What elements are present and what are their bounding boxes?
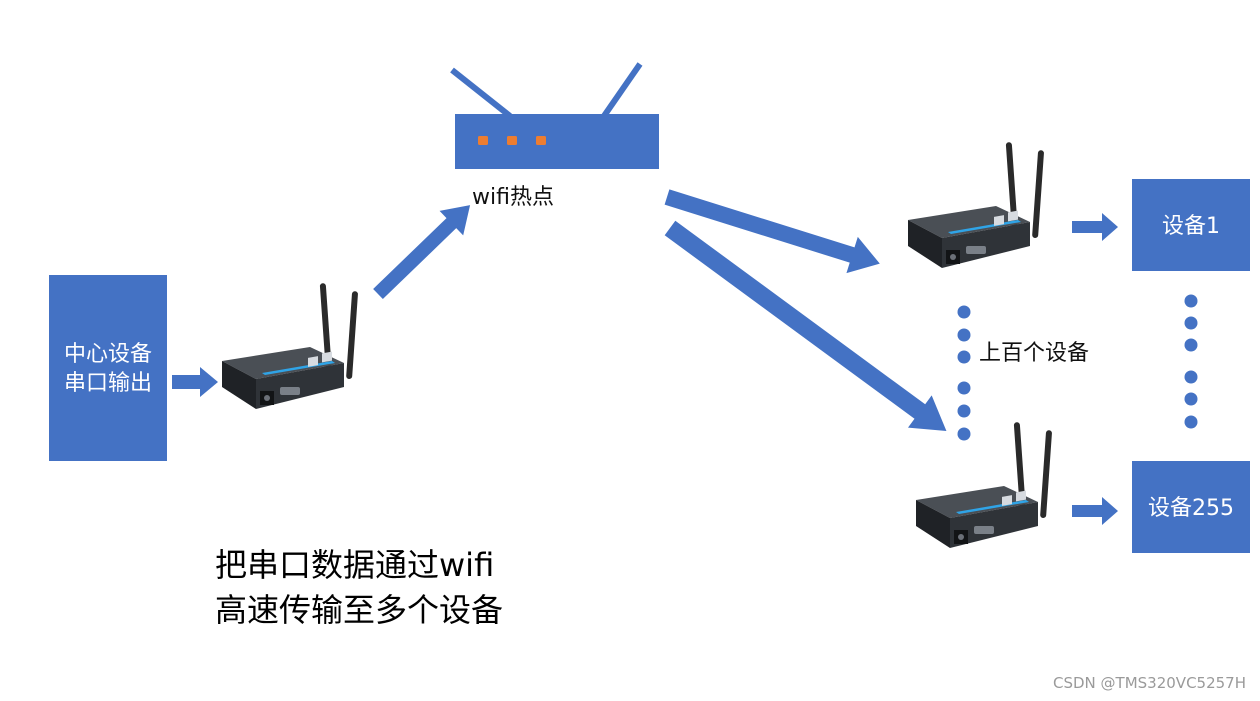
caption-line2: 高速传输至多个设备 <box>215 591 503 629</box>
arrow-gateway-to-device-255 <box>1072 497 1118 525</box>
device-1-box: 设备1 <box>1132 179 1250 271</box>
middle-note-label: 上百个设备 <box>979 341 1089 366</box>
gateway-right-top-icon <box>908 142 1045 268</box>
arrow-central-to-gateway <box>172 367 218 397</box>
router-label: wifi热点 <box>472 185 554 210</box>
gateway-left-icon <box>222 283 359 409</box>
central-device-label-line1: 中心设备 <box>64 342 152 367</box>
device-255-label: 设备255 <box>1148 496 1234 521</box>
wifi-router-icon <box>450 62 659 169</box>
central-device-label-line2: 串口输出 <box>64 371 152 396</box>
device-1-label: 设备1 <box>1162 214 1220 239</box>
arrow-gateway-to-device-1 <box>1072 213 1118 241</box>
arrow-router-to-gateway-1 <box>664 189 880 274</box>
central-device-box: 中心设备 串口输出 <box>49 275 167 461</box>
arrow-router-to-gateway-2 <box>664 220 947 432</box>
device-255-box: 设备255 <box>1132 461 1250 553</box>
ellipsis-dots-middle <box>957 305 971 441</box>
caption-line1: 把串口数据通过wifi <box>215 546 494 584</box>
arrow-gateway-to-router <box>373 205 471 300</box>
ellipsis-dots-right <box>1184 294 1198 429</box>
gateway-right-bottom-icon <box>916 422 1053 548</box>
watermark-text: CSDN @TMS320VC5257H <box>1053 674 1246 692</box>
